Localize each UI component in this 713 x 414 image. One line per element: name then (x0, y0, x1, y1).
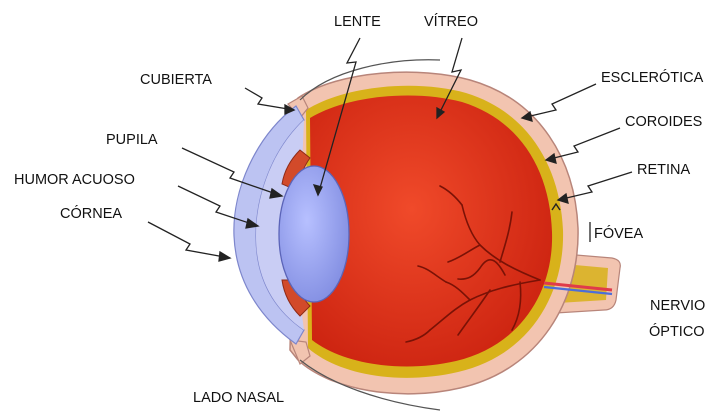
label-cover: CUBIERTA (140, 72, 212, 88)
label-optic-nerve-1: NERVIO (650, 298, 705, 314)
label-choroid: COROIDES (625, 114, 702, 130)
label-fovea: FÓVEA (594, 225, 643, 242)
label-cornea: CÓRNEA (60, 205, 122, 222)
label-pupil: PUPILA (106, 132, 158, 148)
pointer-sclera (522, 84, 596, 118)
pointer-cornea (148, 222, 230, 258)
label-nasal-side: LADO NASAL (193, 390, 284, 406)
label-retina: RETINA (637, 162, 691, 178)
label-sclera: ESCLERÓTICA (601, 69, 704, 86)
label-optic-nerve-2: ÓPTICO (649, 323, 705, 340)
label-vitreous: VÍTREO (424, 13, 478, 30)
label-aqueous-humor: HUMOR ACUOSO (14, 172, 135, 188)
label-lens: LENTE (334, 14, 381, 30)
